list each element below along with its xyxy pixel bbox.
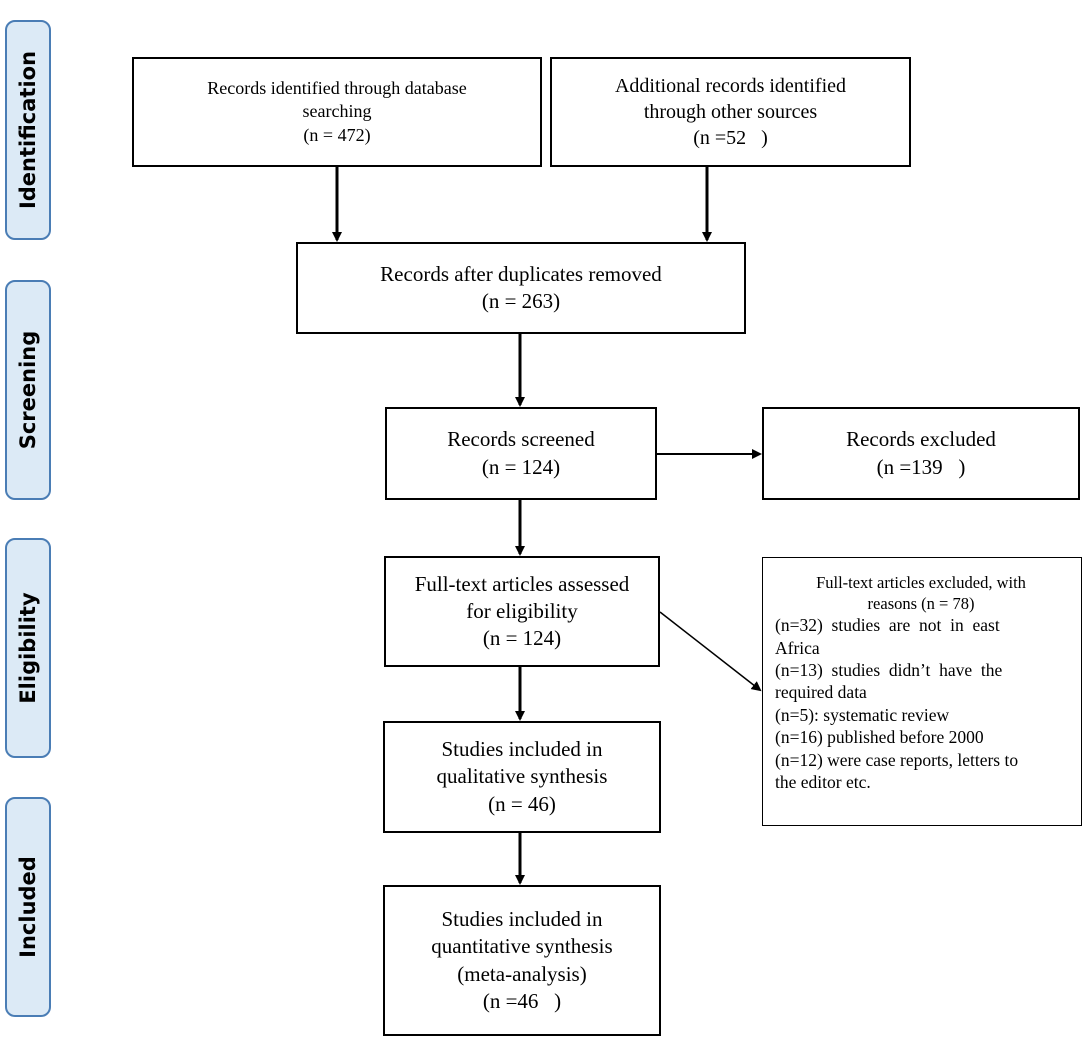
- records-screened-count: (n = 124): [481, 454, 561, 479]
- other-sources-line2: through other sources: [643, 101, 818, 123]
- qualitative-line1: Studies included in: [441, 737, 603, 762]
- full-text-excluded-heading1: Full-text articles excluded, with: [816, 573, 1026, 592]
- other-sources-box: Additional records identified through ot…: [550, 57, 911, 167]
- arrow-fulltext-to-reasons: [659, 611, 762, 692]
- phase-identification: Identification: [5, 20, 51, 240]
- reason-line: (n=5): systematic review: [775, 704, 950, 725]
- phase-screening: Screening: [5, 280, 51, 500]
- qualitative-line2: qualitative synthesis: [436, 764, 608, 789]
- database-search-line1: Records identified through database: [207, 77, 467, 98]
- full-text-excluded-heading2: reasons (n = 78): [867, 594, 975, 614]
- reason-line: (n=16) published before 2000: [775, 727, 984, 748]
- records-excluded-line1: Records excluded: [846, 427, 996, 452]
- full-text-assessed-line2: for eligibility: [466, 598, 578, 623]
- records-excluded-count: (n =139 ): [876, 454, 966, 479]
- qualitative-count: (n = 46): [488, 791, 556, 816]
- reason-line: (n=13) studies didn’t have the: [775, 660, 1003, 680]
- reason-line: (n=32) studies are not in east: [775, 615, 1000, 636]
- reason-line: (n=12) were case reports, letters to: [775, 749, 1019, 770]
- other-sources-count: (n =52 ): [693, 127, 768, 149]
- other-sources-line1: Additional records identified: [614, 75, 847, 97]
- qualitative-synthesis-box: Studies included in qualitative synthesi…: [383, 721, 661, 833]
- quantitative-synthesis-box: Studies included in quantitative synthes…: [383, 885, 661, 1036]
- after-duplicates-count: (n = 263): [481, 289, 561, 313]
- quantitative-line1: Studies included in: [441, 906, 603, 931]
- database-search-box: Records identified through database sear…: [132, 57, 542, 167]
- records-excluded-box: Records excluded (n =139 ): [762, 407, 1080, 500]
- after-duplicates-line1: Records after duplicates removed: [380, 261, 662, 286]
- database-search-line2: searching: [302, 101, 372, 122]
- full-text-assessed-line1: Full-text articles assessed: [414, 571, 630, 596]
- reason-line: Africa: [775, 637, 820, 658]
- quantitative-line3: (meta-analysis): [457, 961, 587, 986]
- phase-included: Included: [5, 797, 51, 1017]
- after-duplicates-box: Records after duplicates removed (n = 26…: [296, 242, 746, 334]
- records-screened-box: Records screened (n = 124): [385, 407, 657, 500]
- full-text-assessed-box: Full-text articles assessed for eligibil…: [384, 556, 660, 667]
- reason-line: the editor etc.: [775, 771, 871, 792]
- quantitative-line2: quantitative synthesis: [431, 934, 613, 959]
- database-search-count: (n = 472): [303, 124, 371, 145]
- full-text-assessed-count: (n = 124): [482, 626, 562, 651]
- reason-line: required data: [775, 682, 867, 703]
- full-text-excluded-box: Full-text articles excluded, with reason…: [762, 557, 1082, 826]
- phase-eligibility: Eligibility: [5, 538, 51, 758]
- records-screened-line1: Records screened: [447, 427, 595, 452]
- quantitative-count: (n =46 ): [482, 988, 562, 1013]
